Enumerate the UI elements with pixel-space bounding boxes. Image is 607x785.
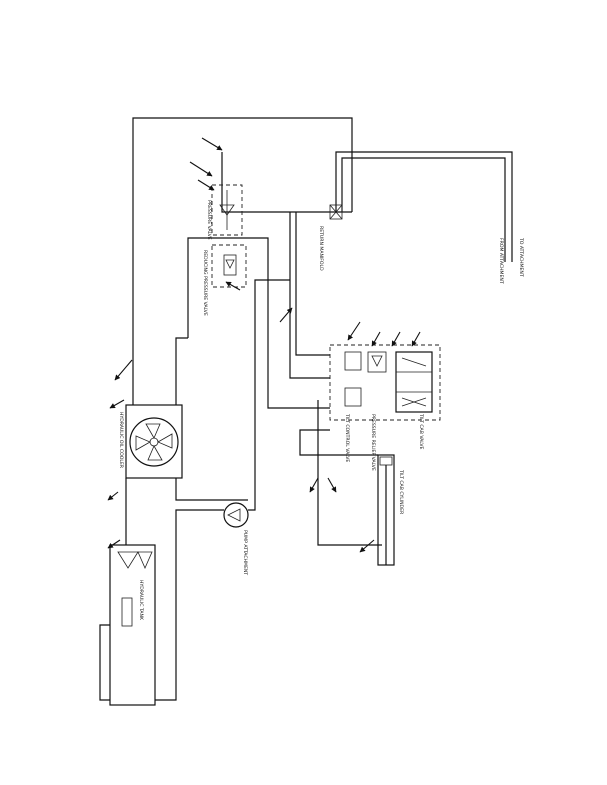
from-attachment-label: FROM ATTACHMENT [498, 238, 504, 284]
return-manifold-label: RETURN MANIFOLD [318, 226, 324, 271]
reducing-pressure-valve: REDUCING PRESSURE VALVE [202, 244, 247, 316]
reducing-pressure-valve-label: REDUCING PRESSURE VALVE [202, 250, 208, 316]
attachment-labels: TO ATTACHMENT FROM ATTACHMENT [498, 237, 524, 284]
control-valve-block: TILT CONTROL VALVE PRESSURE RELIEF VALVE… [329, 344, 441, 471]
pump-attachment-label: PUMP ATTACHMENT [242, 530, 248, 575]
callout-arrows [107, 137, 421, 553]
hydraulic-tank-label: HYDRAULIC TANK [138, 580, 144, 621]
hydraulic-oil-cooler-label: HYDRAULIC OIL COOLER [118, 412, 124, 469]
pressure-valve-label: PRESSURE VALVE [206, 200, 212, 240]
pressure-valve: PRESSURE VALVE [206, 184, 243, 240]
tilt-cab-cylinder-label: TILT CAB CYLINDER [398, 469, 404, 515]
pressure-relief-valve-label: PRESSURE RELIEF VALVE [370, 414, 376, 471]
tilt-cab-valve-label: TILT CAB VALVE [418, 413, 424, 450]
hydraulic-oil-cooler: HYDRAULIC OIL COOLER [118, 404, 183, 479]
hydraulic-tank: HYDRAULIC TANK [109, 544, 156, 706]
tilt-cab-cylinder: TILT CAB CYLINDER [377, 454, 404, 566]
return-manifold: RETURN MANIFOLD [318, 204, 343, 271]
fan-blade-icon [135, 423, 173, 461]
tilt-control-valve-label: TILT CONTROL VALVE [344, 413, 350, 462]
hydraulic-lines [99, 117, 513, 701]
to-attachment-label: TO ATTACHMENT [518, 237, 524, 277]
pump: PUMP ATTACHMENT [223, 502, 249, 575]
